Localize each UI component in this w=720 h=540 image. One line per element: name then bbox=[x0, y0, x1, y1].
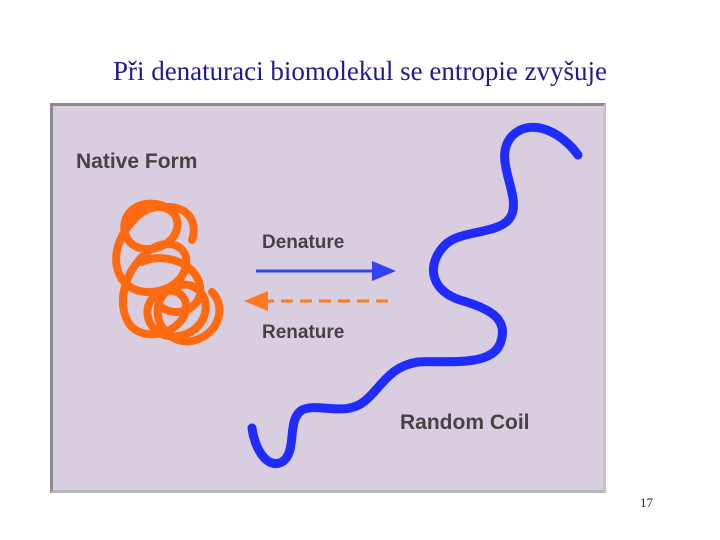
denature-label: Denature bbox=[262, 232, 345, 253]
renature-label: Renature bbox=[262, 322, 345, 343]
page-number: 17 bbox=[640, 495, 653, 510]
native-form-label: Native Form bbox=[76, 150, 198, 173]
slide-title: Při denaturaci biomolekul se entropie zv… bbox=[112, 56, 608, 86]
random-coil-label: Random Coil bbox=[400, 411, 530, 434]
